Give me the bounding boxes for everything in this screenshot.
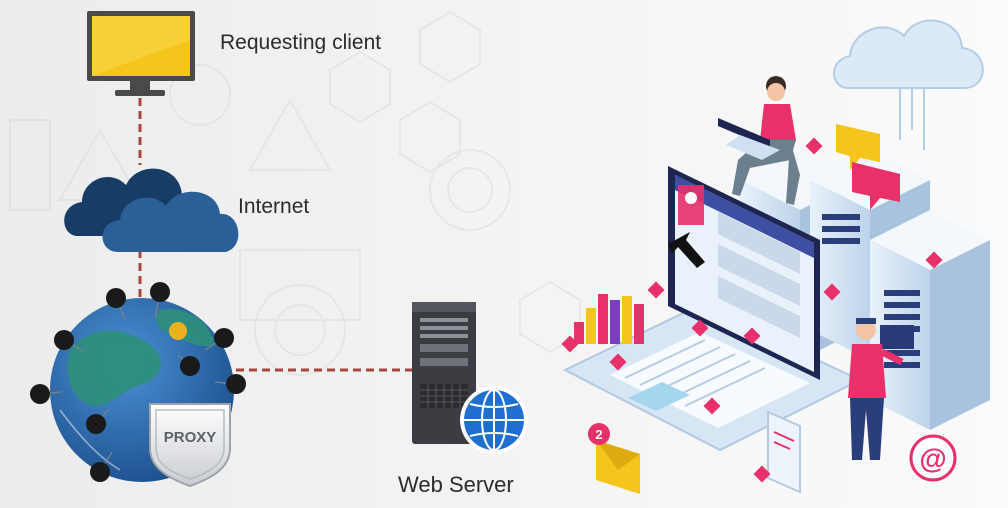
person-with-laptop xyxy=(718,76,800,205)
envelope-icon xyxy=(588,423,640,494)
cloud-computing-illustration: 2 @ xyxy=(561,19,990,494)
requesting-client-label: Requesting client xyxy=(220,31,382,54)
laptop-icon xyxy=(562,166,863,452)
server-tower-icon xyxy=(412,302,476,444)
phone-document-icon xyxy=(767,410,801,494)
email-badge-count: 2 xyxy=(595,427,602,442)
person-standing xyxy=(848,318,904,460)
cloud-icon xyxy=(64,168,239,252)
floating-cubes xyxy=(561,137,943,483)
at-sign-icon xyxy=(909,434,957,482)
shield-icon xyxy=(149,403,231,488)
connector-lines xyxy=(138,98,412,372)
at-sign-label: @ xyxy=(919,443,946,474)
cloud-icon xyxy=(833,19,984,89)
proxy-label: PROXY xyxy=(164,429,217,446)
monitor-icon xyxy=(87,11,195,96)
chat-bubble-icon xyxy=(836,124,900,210)
background-tech-pattern xyxy=(9,10,581,376)
network-node-dots xyxy=(30,282,246,482)
web-server-label: Web Server xyxy=(398,472,514,497)
server-rack-right xyxy=(870,210,990,430)
bar-chart-icon xyxy=(574,294,644,344)
cursor-arrow xyxy=(668,232,705,268)
www-globe-icon xyxy=(460,386,528,454)
internet-label: Internet xyxy=(238,195,310,218)
